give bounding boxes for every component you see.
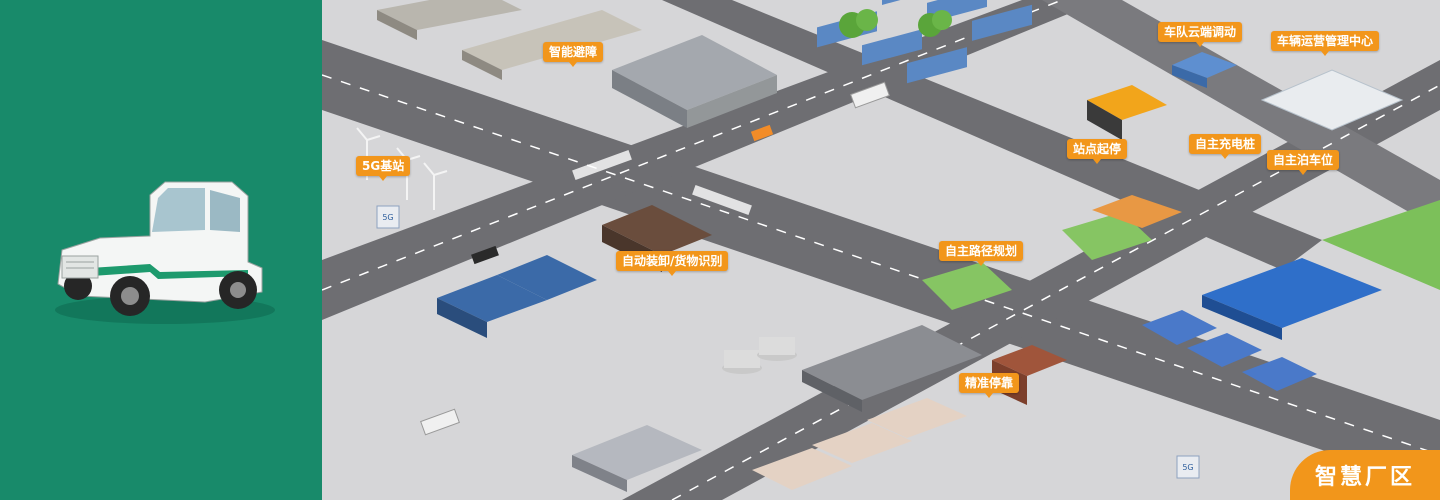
5g-badge-2: 5G — [1182, 463, 1193, 472]
tow-tractor-icon — [55, 181, 275, 324]
label-auto-charge: 自主充电桩 — [1189, 134, 1262, 159]
5g-badge: 5G — [382, 213, 393, 222]
label-path-plan: 自主路径规划 — [939, 241, 1024, 266]
label-fleet-cloud: 车队云端调动 — [1158, 22, 1243, 47]
product-panel — [0, 0, 322, 500]
buildings — [377, 0, 1404, 492]
vehicles — [420, 81, 890, 436]
label-stop-start: 站点起停 — [1067, 139, 1128, 164]
label-ops-center: 车辆运营管理中心 — [1271, 31, 1380, 56]
factory-map: 5G 5G 智能避障 车队云端调动 车辆运营管理中心 5G基站 站点起停 自主充… — [322, 0, 1440, 500]
label-5g-station: 5G基站 — [356, 156, 411, 181]
label-precise-stop: 精准停靠 — [959, 373, 1020, 398]
green-areas — [922, 200, 1440, 310]
label-smart-obstacle: 智能避障 — [543, 42, 604, 67]
corner-title: 智慧厂区 — [1290, 450, 1440, 500]
factory-map-illustration: 5G 5G — [322, 0, 1440, 500]
label-auto-park: 自主泊车位 — [1267, 150, 1340, 175]
5g-tower-icon — [376, 205, 1200, 479]
label-auto-load: 自动装卸/货物识别 — [616, 251, 729, 276]
